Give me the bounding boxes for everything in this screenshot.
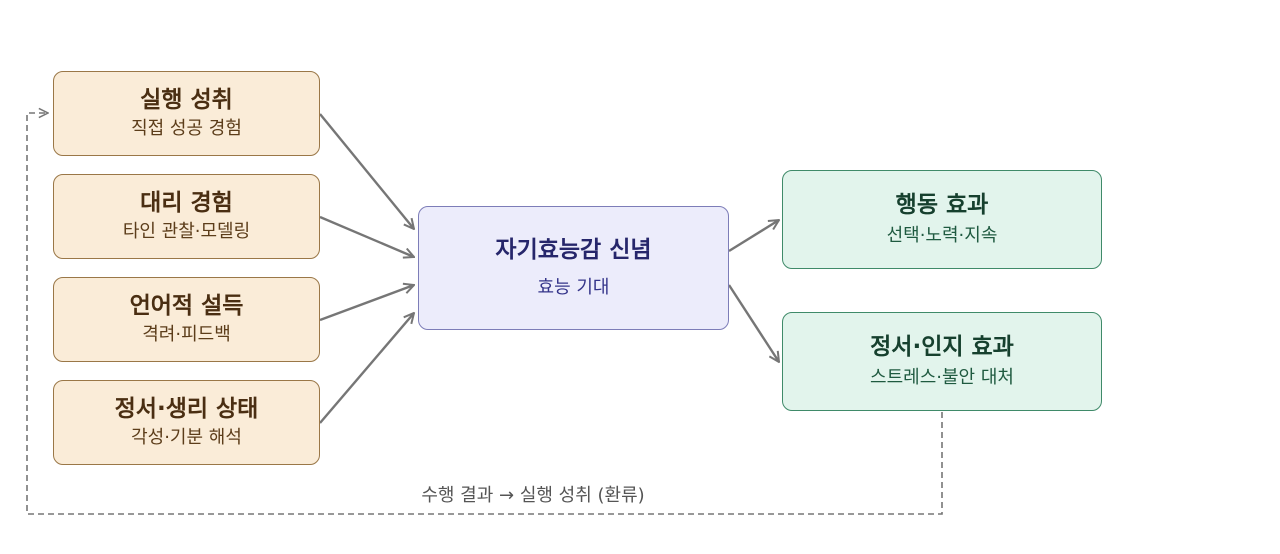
source-box-mastery: 실행 성취 직접 성공 경험 xyxy=(53,71,320,156)
feedback-loop-arrow xyxy=(26,113,943,515)
source-subtitle: 각성·기분 해석 xyxy=(131,427,242,448)
center-box-self-efficacy: 자기효능감 신념 효능 기대 xyxy=(418,206,729,330)
outcome-box-behavioral: 행동 효과 선택·노력·지속 xyxy=(782,170,1102,269)
source-title: 정서·생리 상태 xyxy=(114,396,259,422)
source-subtitle: 직접 성공 경험 xyxy=(131,118,242,139)
arrow-source1-to-center xyxy=(319,113,414,229)
feedback-loop-label: 수행 결과 → 실행 성취 (환류) xyxy=(421,485,645,506)
source-box-vicarious: 대리 경험 타인 관찰·모델링 xyxy=(53,174,320,259)
arrow-center-to-outcome1 xyxy=(728,220,779,253)
outcome-title: 정서·인지 효과 xyxy=(870,334,1014,360)
source-subtitle: 격려·피드백 xyxy=(142,324,231,345)
outcome-title: 행동 효과 xyxy=(895,192,989,218)
arrow-center-to-outcome2 xyxy=(727,284,779,362)
center-title: 자기효능감 신념 xyxy=(495,237,652,263)
center-subtitle: 효능 기대 xyxy=(537,277,610,298)
outcome-subtitle: 스트레스·불안 대처 xyxy=(870,367,1014,388)
outcome-subtitle: 선택·노력·지속 xyxy=(886,225,998,246)
outcome-box-emotional: 정서·인지 효과 스트레스·불안 대처 xyxy=(782,312,1102,411)
arrow-source4-to-center xyxy=(319,313,414,424)
arrow-source2-to-center xyxy=(319,215,414,257)
source-title: 대리 경험 xyxy=(140,190,233,216)
source-box-physiological: 정서·생리 상태 각성·기분 해석 xyxy=(53,380,320,465)
source-subtitle: 타인 관찰·모델링 xyxy=(122,221,251,242)
source-title: 실행 성취 xyxy=(140,87,233,113)
arrow-source3-to-center xyxy=(319,285,414,322)
source-box-verbal: 언어적 설득 격려·피드백 xyxy=(53,277,320,362)
source-title: 언어적 설득 xyxy=(129,293,244,319)
